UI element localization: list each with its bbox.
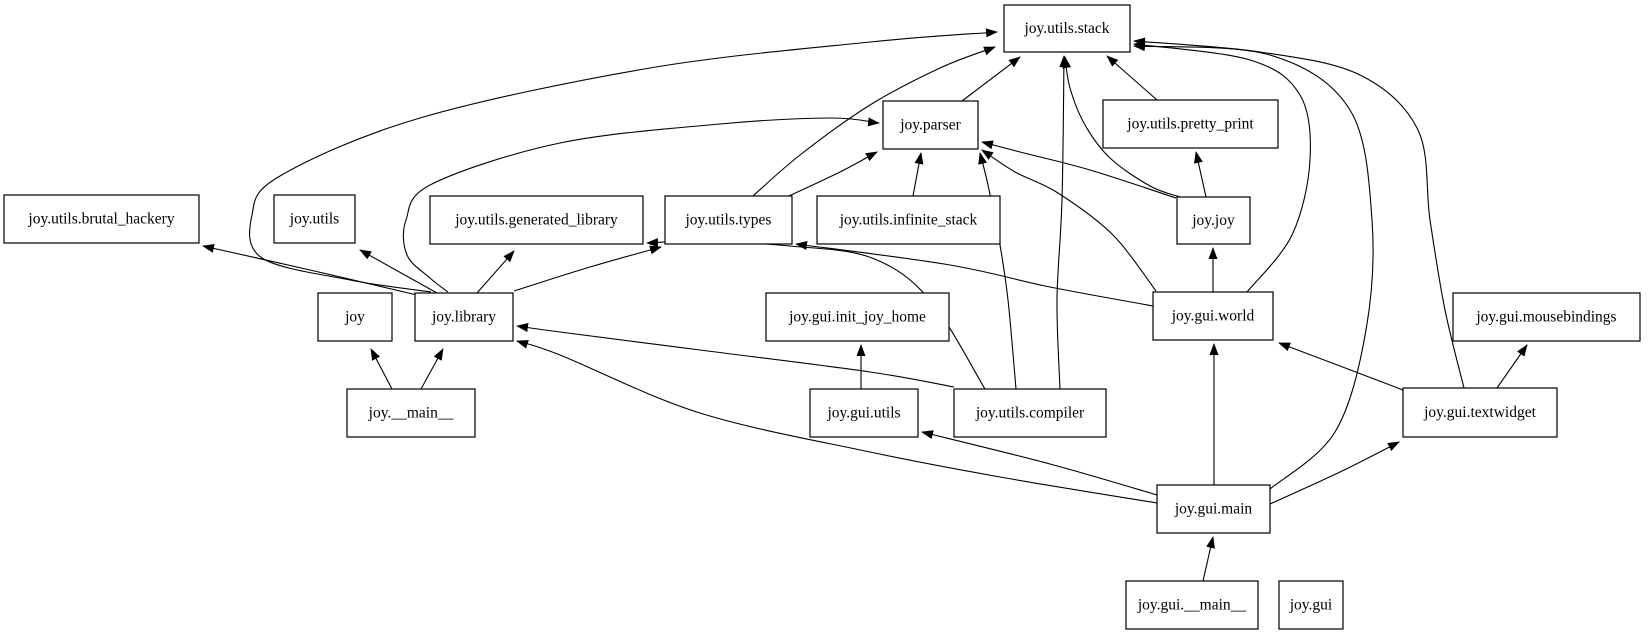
edge-joy.gui.textwidget-to-joy.gui.mousebindings (1496, 344, 1528, 389)
node-box (1003, 4, 1131, 53)
node-label: joy.utils.types (685, 212, 772, 229)
edge-joy.library-to-joy.parser (402, 117, 880, 293)
node-label: joy.gui.textwidget (1423, 404, 1536, 421)
edge-joy.gui.main-to-joy.gui.textwidget (1269, 441, 1400, 505)
node-joy.utils.pretty_print: joy.utils.pretty_print (1102, 99, 1279, 149)
node-label: joy.gui (1289, 597, 1333, 614)
node-joy.gui.__main__: joy.gui.__main__ (1125, 580, 1259, 630)
edge-joy.__main__-to-joy.library (420, 348, 444, 390)
node-joy.utils: joy.utils (273, 194, 356, 244)
node-joy.gui.main: joy.gui.main (1156, 484, 1271, 534)
edge-joy.utils.compiler-to-joy.library (516, 323, 955, 388)
edge-joy.gui.main-to-joy.utils.stack (1133, 42, 1374, 490)
node-box (429, 195, 644, 245)
node-label: joy.gui.__main__ (1137, 597, 1247, 614)
node-box (1152, 291, 1274, 341)
edge-joy.gui.world-to-joy.utils.stack (1133, 41, 1311, 293)
node-box (882, 100, 979, 150)
edge-joy.utils.pretty_print-to-joy.utils.stack (1106, 55, 1158, 101)
node-box (346, 388, 476, 438)
edge-joy.parser-to-joy.utils.stack (961, 56, 1021, 102)
edge-joy.utils.compiler-to-joy.utils.stack (1056, 55, 1069, 390)
edge-joy.gui.textwidget-to-joy.utils.stack (1133, 37, 1465, 389)
node-box (816, 195, 1001, 245)
edge-joy.library-to-joy.utils.generated_library (476, 250, 515, 294)
edge-joy.utils.infinite_stack-to-joy.parser (912, 152, 924, 197)
edge-joy.library-to-joy.utils (359, 249, 438, 294)
edge-joy.gui.world-to-joy.parser (981, 149, 1157, 292)
node-box (1156, 484, 1271, 534)
edge-joy.__main__-to-joy (370, 348, 393, 390)
node-box (765, 292, 950, 342)
node-label: joy.parser (899, 117, 961, 134)
edge-joy.gui.main-to-joy.library (516, 340, 1158, 504)
node-label: joy.joy (1191, 212, 1235, 229)
node-box (809, 388, 919, 438)
edge-joy.gui.textwidget-to-joy.gui.world (1278, 342, 1404, 391)
node-box (317, 292, 393, 342)
edge-joy.library-to-joy.utils.brutal_hackery (202, 244, 418, 296)
node-label: joy.gui.world (1171, 308, 1255, 325)
node-label: joy.gui.utils (826, 405, 900, 422)
node-joy.utils.stack: joy.utils.stack (1003, 4, 1131, 53)
node-label: joy.gui.mousebindings (1475, 309, 1616, 326)
edge-joy.gui.main-to-joy.gui.utils (921, 430, 1158, 496)
edge-joy.gui.__main__-to-joy.gui.main (1202, 536, 1215, 582)
node-label: joy.gui.main (1174, 501, 1253, 518)
node-joy.gui.textwidget: joy.gui.textwidget (1402, 387, 1558, 438)
node-label: joy.gui.init_joy_home (788, 309, 926, 326)
node-box (953, 388, 1107, 438)
node-joy.__main__: joy.__main__ (346, 388, 476, 438)
node-joy.gui.world: joy.gui.world (1152, 291, 1274, 341)
node-joy.joy: joy.joy (1176, 196, 1251, 245)
node-joy: joy (317, 292, 393, 342)
node-joy.gui.init_joy_home: joy.gui.init_joy_home (765, 292, 950, 342)
node-box (1402, 387, 1558, 438)
node-label: joy.utils.generated_library (454, 212, 618, 229)
node-joy.utils.brutal_hackery: joy.utils.brutal_hackery (3, 194, 200, 244)
node-label: joy.utils.brutal_hackery (27, 211, 174, 228)
node-label: joy.library (431, 309, 496, 326)
node-label: joy.utils.pretty_print (1126, 116, 1254, 133)
node-box (1102, 99, 1279, 149)
node-joy.gui.mousebindings: joy.gui.mousebindings (1452, 292, 1641, 342)
node-label: joy.utils (289, 211, 339, 228)
node-box (1176, 196, 1251, 245)
node-label: joy (344, 309, 365, 326)
node-box (414, 292, 514, 342)
node-joy.library: joy.library (414, 292, 514, 342)
node-box (1125, 580, 1259, 630)
edge-joy.joy-to-joy.parser (981, 140, 1177, 199)
node-joy.gui: joy.gui (1278, 580, 1344, 630)
edge-joy.library-to-joy.utils.stack (248, 28, 998, 293)
node-joy.utils.types: joy.utils.types (664, 195, 793, 245)
edge-joy.library-to-joy.utils.types (513, 245, 662, 292)
node-label: joy.__main__ (368, 405, 454, 422)
edge-joy.utils.compiler-to-joy.parser (978, 152, 1017, 390)
edges-layer (202, 28, 1528, 582)
node-box (3, 194, 200, 244)
node-box (1452, 292, 1641, 342)
node-joy.utils.generated_library: joy.utils.generated_library (429, 195, 644, 245)
edge-joy.utils.types-to-joy.parser (788, 151, 878, 197)
node-joy.gui.utils: joy.gui.utils (809, 388, 919, 438)
edge-joy.gui.world-to-joy.utils.types (795, 241, 1154, 307)
node-box (664, 195, 793, 245)
node-joy.parser: joy.parser (882, 100, 979, 150)
node-label: joy.utils.infinite_stack (839, 212, 978, 229)
node-box (1278, 580, 1344, 630)
node-joy.utils.compiler: joy.utils.compiler (953, 388, 1107, 438)
edge-joy.utils.types-to-joy.utils.stack (752, 46, 996, 197)
edge-joy.joy-to-joy.utils.pretty_print (1193, 151, 1207, 198)
node-joy.utils.infinite_stack: joy.utils.infinite_stack (816, 195, 1001, 245)
node-label: joy.utils.stack (1023, 20, 1109, 37)
edge-joy.joy-to-joy.utils.stack (1062, 56, 1181, 198)
node-label: joy.utils.compiler (975, 405, 1085, 422)
nodes-layer: joy.utils.stack joy.parser joy.utils.prett… (3, 4, 1641, 630)
node-box (273, 194, 356, 244)
